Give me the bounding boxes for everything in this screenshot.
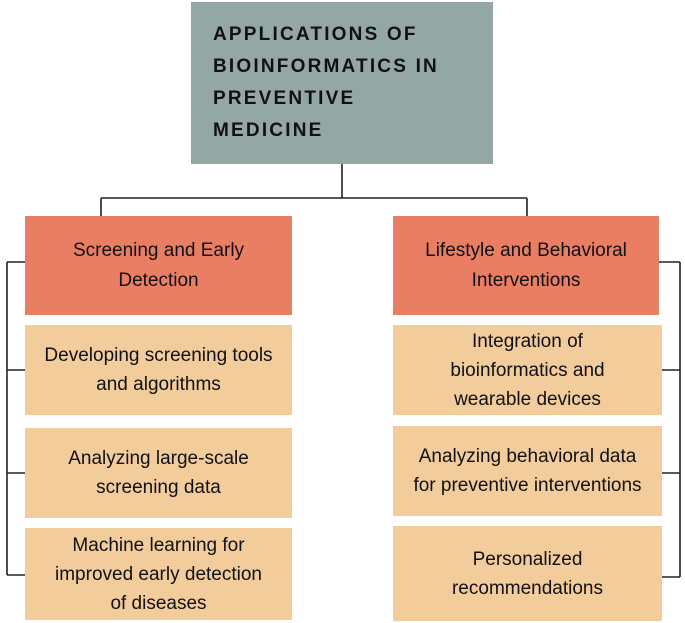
leaf-behavioral-data: Analyzing behavioral data for preventive… (393, 426, 662, 516)
leaf-text-line: and algorithms (96, 374, 221, 395)
leaf-wearable-devices: Integration of bioinformatics and wearab… (393, 325, 662, 415)
category-lifestyle-behavioral-interventions: Lifestyle and Behavioral Interventions (393, 216, 659, 315)
root-title-line: APPLICATIONS OF (213, 24, 418, 45)
leaf-text-line: improved early detection (55, 563, 262, 585)
category-title-line: Detection (118, 269, 199, 291)
leaf-text-line: bioinformatics and (450, 359, 605, 381)
leaf-text-line: Personalized (472, 548, 583, 570)
leaf-personalized-recommendations: Personalized recommendations (393, 526, 662, 621)
leaf-analyzing-screening-data: Analyzing large-scale screening data (25, 428, 292, 518)
leaf-text-line: wearable devices (454, 388, 601, 410)
leaf-text-line: for preventive interventions (413, 475, 642, 496)
category-title-line: Lifestyle and Behavioral (425, 239, 627, 261)
leaf-text-line: Integration of (472, 330, 583, 352)
category-title-line: Screening and Early (72, 239, 245, 261)
category-screening-early-detection: Screening and Early Detection (25, 216, 292, 315)
root-title-line: PREVENTIVE (213, 88, 356, 109)
root-node: APPLICATIONS OF BIOINFORMATICS IN PREVEN… (191, 2, 493, 164)
leaf-text-line: Analyzing behavioral data (418, 446, 637, 467)
leaf-developing-screening-tools: Developing screening tools and algorithm… (25, 325, 292, 415)
leaf-text-line: Machine learning for (72, 534, 245, 556)
leaf-text-line: recommendations (451, 577, 604, 599)
leaf-text-line: Analyzing large-scale (68, 448, 249, 469)
leaf-text-line: Developing screening tools (44, 345, 273, 366)
leaf-text-line: of diseases (110, 592, 207, 614)
leaf-text-line: screening data (96, 477, 221, 498)
root-title-line: BIOINFORMATICS IN (213, 56, 439, 77)
leaf-machine-learning-early-detection: Machine learning for improved early dete… (25, 528, 292, 620)
category-title-line: Interventions (471, 269, 581, 291)
root-title-line: MEDICINE (213, 120, 324, 141)
